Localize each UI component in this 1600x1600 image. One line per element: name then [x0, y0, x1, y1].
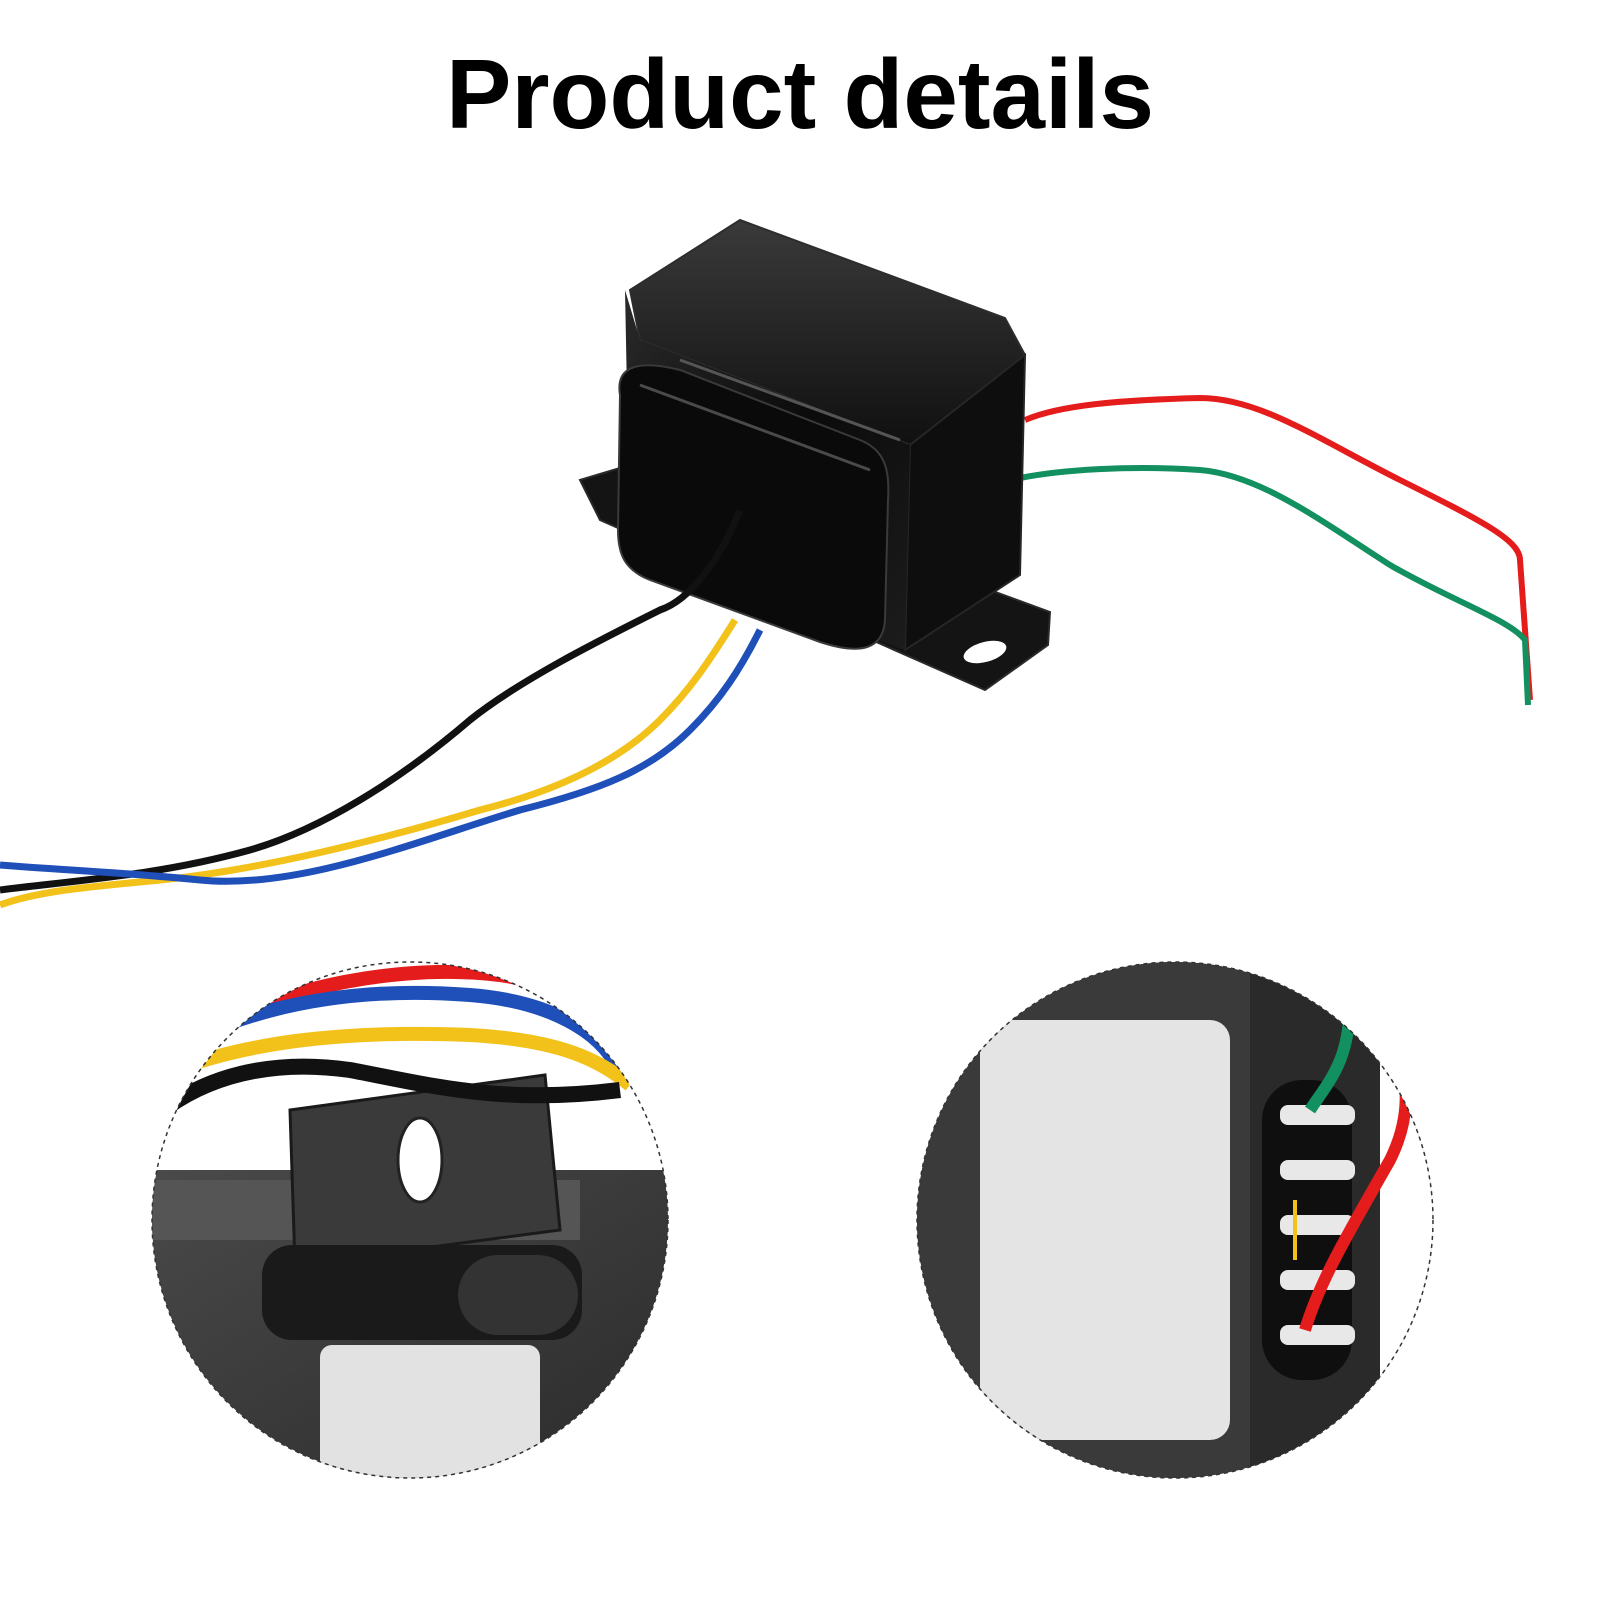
detail-bracket-closeup — [151, 961, 669, 1479]
transformer-photo — [0, 218, 1533, 909]
page-title: Product details — [446, 39, 1154, 149]
red-wire — [1023, 394, 1533, 701]
bracket-slot — [963, 640, 1007, 664]
yellow-wire — [0, 618, 738, 909]
transformer-housing-right — [903, 352, 1027, 652]
product-label-right — [980, 1020, 1230, 1440]
detail-circle-border-left — [151, 961, 669, 1479]
blue-wire — [0, 628, 764, 885]
product-label-left — [320, 1345, 540, 1478]
black-wire — [0, 508, 744, 894]
green-wire — [1019, 465, 1531, 706]
detail-circle-border-right — [916, 961, 1434, 1479]
detail-terminal-closeup — [916, 961, 1434, 1479]
bracket-hole — [396, 1116, 444, 1204]
coil-cover — [616, 364, 890, 650]
